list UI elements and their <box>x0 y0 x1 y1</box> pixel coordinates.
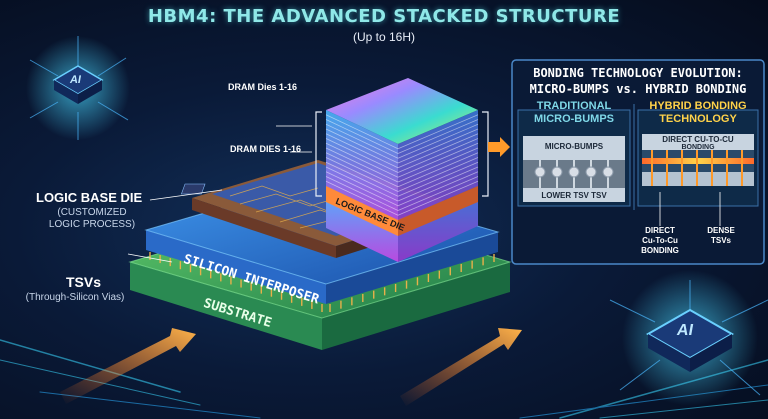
hybrid-callout-left: DIRECT Cu-To-Cu BONDING <box>641 226 679 255</box>
leader-lines <box>127 189 223 263</box>
traditional-title-2: MICRO-BUMPS <box>533 113 615 125</box>
dram-label-mid: DRAM DIES 1-16 <box>230 144 302 154</box>
logic-base-die-label: LOGIC BASE DIE <box>36 190 143 205</box>
hybrid-top-label-1: DIRECT CU-TO-CU <box>662 135 734 144</box>
hybrid-bonding-illustration <box>642 134 754 226</box>
bonding-panel-title-1: BONDING TECHNOLOGY EVOLUTION: <box>533 66 743 80</box>
ai-chip-left <box>26 36 130 140</box>
traditional-title-1: TRADITIONAL <box>536 100 612 112</box>
dram-bracket <box>276 111 489 197</box>
ai-chip-right <box>609 270 768 406</box>
micro-bumps-illustration <box>523 136 625 202</box>
micro-bumps-bottom-label: LOWER TSV TSV <box>541 191 607 200</box>
hybrid-title-2: TECHNOLOGY <box>659 113 737 125</box>
ai-badge-right: AI <box>675 322 695 339</box>
hybrid-callout-right: DENSE TSVs <box>707 226 735 245</box>
hybrid-top-label-2: BONDING <box>681 144 715 151</box>
tsvs-note: (Through-Silicon Vias) <box>25 292 125 303</box>
micro-bumps-top-label: MICRO-BUMPS <box>544 142 604 151</box>
tsvs-label: TSVs <box>66 274 102 290</box>
hybrid-title-1: HYBRID BONDING <box>649 100 747 112</box>
logic-base-die-note: (CUSTOMIZED LOGIC PROCESS) <box>48 207 136 230</box>
panel-arrow-icon <box>488 137 510 157</box>
dram-stack <box>325 78 479 262</box>
bonding-panel-title-2: MICRO-BUMPS vs. HYBRID BONDING <box>529 82 747 96</box>
page-title: HBM4: THE ADVANCED STACKED STRUCTURE <box>147 6 621 27</box>
page-subtitle: (Up to 16H) <box>352 30 416 44</box>
dram-label-top: DRAM Dies 1-16 <box>228 82 298 92</box>
ai-badge-left: AI <box>68 74 83 86</box>
motion-arrows <box>60 328 522 406</box>
